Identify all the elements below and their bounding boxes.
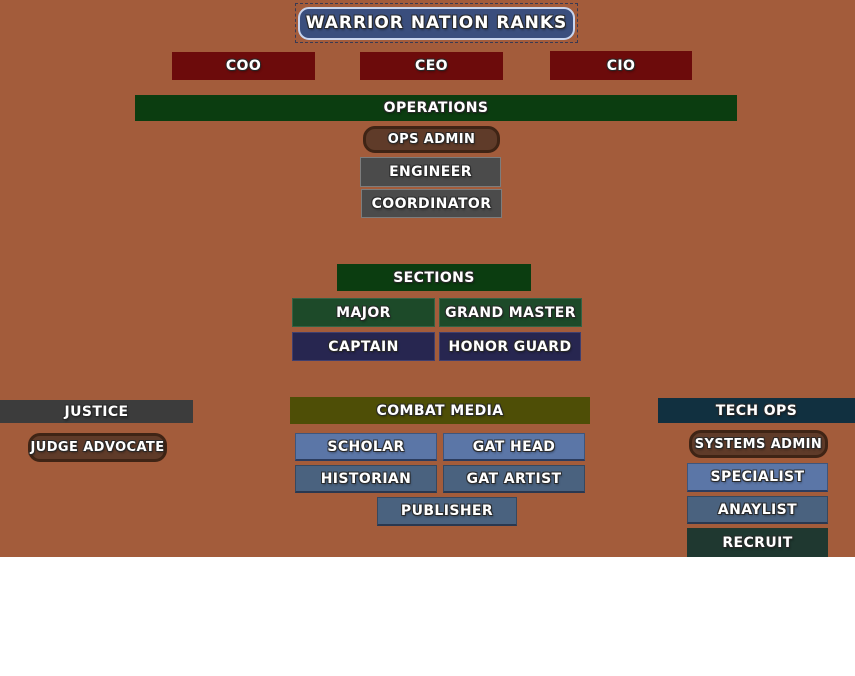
rank-specialist: SPECIALIST bbox=[687, 463, 828, 492]
header-justice: JUSTICE bbox=[0, 400, 193, 423]
header-operations: OPERATIONS bbox=[135, 95, 737, 121]
rank-scholar: SCHOLAR bbox=[295, 433, 437, 461]
diagram-background: WARRIOR NATION RANKS COO CEO CIO OPERATI… bbox=[0, 0, 855, 557]
rank-captain: CAPTAIN bbox=[292, 332, 435, 361]
rank-honor-guard: HONOR GUARD bbox=[439, 332, 581, 361]
rank-grand-master: GRAND MASTER bbox=[439, 298, 582, 327]
header-tech-ops: TECH OPS bbox=[658, 398, 855, 423]
rank-historian: HISTORIAN bbox=[295, 465, 437, 493]
rank-judge-advocate: JUDGE ADVOCATE bbox=[28, 433, 167, 462]
title-banner: WARRIOR NATION RANKS bbox=[295, 3, 578, 43]
rank-ops-admin: OPS ADMIN bbox=[363, 126, 500, 153]
rank-recruit: RECRUIT bbox=[687, 528, 828, 557]
rank-coo: COO bbox=[172, 52, 315, 80]
header-sections: SECTIONS bbox=[337, 264, 531, 291]
rank-publisher: PUBLISHER bbox=[377, 497, 517, 526]
rank-cio: CIO bbox=[550, 51, 692, 80]
rank-engineer: ENGINEER bbox=[360, 157, 501, 187]
rank-ceo: CEO bbox=[360, 52, 503, 80]
rank-major: MAJOR bbox=[292, 298, 435, 327]
rank-gat-head: GAT HEAD bbox=[443, 433, 585, 461]
rank-gat-artist: GAT ARTIST bbox=[443, 465, 585, 493]
header-combat-media: COMBAT MEDIA bbox=[290, 397, 590, 424]
page-title: WARRIOR NATION RANKS bbox=[298, 6, 575, 40]
rank-coordinator: COORDINATOR bbox=[361, 189, 502, 218]
rank-anaylist: ANAYLIST bbox=[687, 496, 828, 524]
rank-systems-admin: SYSTEMS ADMIN bbox=[689, 430, 828, 458]
